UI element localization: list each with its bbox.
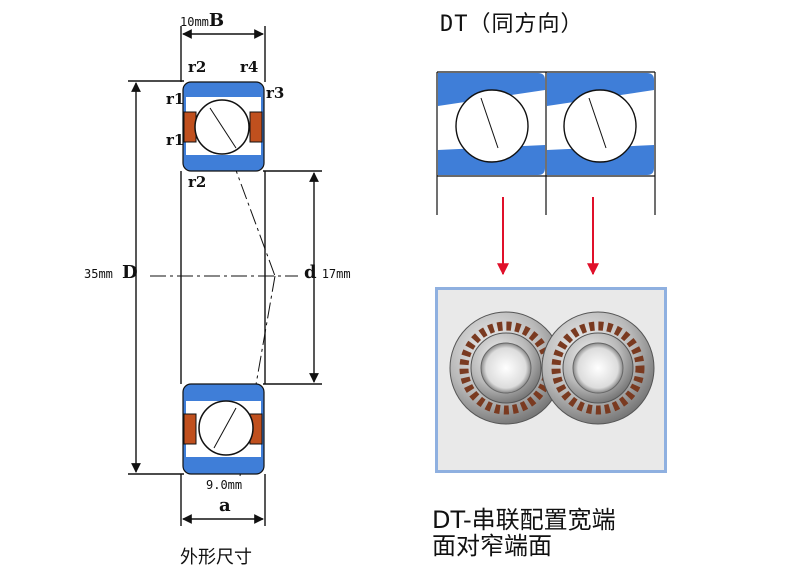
- bearing-photo-frame: [435, 287, 667, 473]
- width-dim-value: 10mm: [180, 15, 209, 29]
- radius-label-r2-top: r2: [188, 58, 207, 76]
- radius-label-r4: r4: [240, 58, 259, 76]
- bore-symbol: d: [304, 262, 317, 283]
- width-symbol: B: [208, 10, 225, 31]
- bearing-photo: [449, 311, 655, 425]
- radius-label-r2-bottom: r2: [188, 173, 207, 191]
- dt-title: DT（同方向）: [440, 12, 584, 37]
- offset-dim-value: 9.0mm: [206, 478, 243, 492]
- bore-dim-value: 17mm: [321, 267, 351, 281]
- bore-dimension-label: d 17mm: [304, 262, 351, 283]
- width-dimension-label: 10mmB: [180, 10, 224, 31]
- dt-pair-section: [436, 71, 656, 215]
- outer-dim-value: 35mm: [84, 267, 113, 281]
- dt-caption-line2: 面对窄端面: [432, 532, 552, 560]
- top-ring-section: [182, 81, 265, 172]
- dt-caption-line1: DT-串联配置宽端: [432, 506, 616, 534]
- outer-dimension-label: 35mm D: [84, 262, 138, 283]
- radius-label-r3: r3: [266, 84, 285, 102]
- left-caption: 外形尺寸: [180, 547, 252, 568]
- bottom-ring-section: [182, 383, 265, 475]
- radius-label-r1-upper: r1: [166, 90, 185, 108]
- outer-symbol: D: [122, 262, 138, 283]
- offset-symbol: a: [219, 495, 231, 516]
- radius-label-r1-lower: r1: [166, 131, 185, 149]
